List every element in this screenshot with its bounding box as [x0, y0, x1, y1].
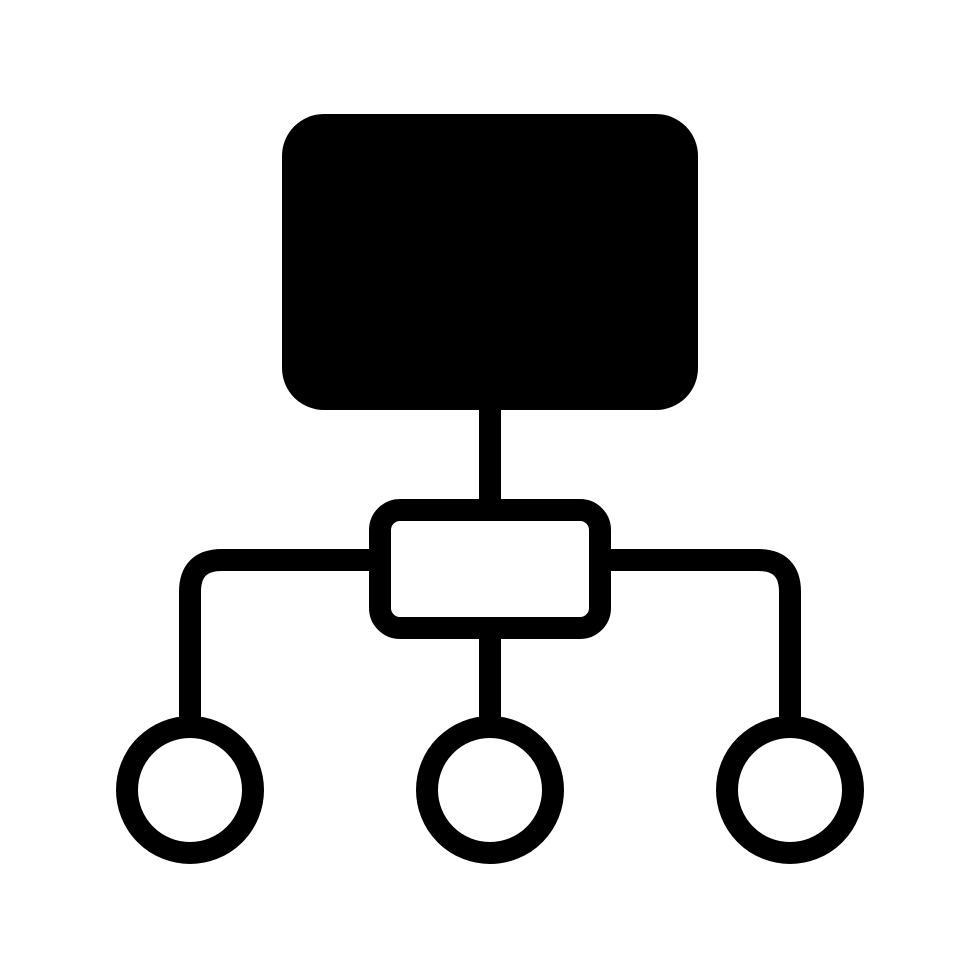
left-leaf-node [116, 716, 264, 864]
right-branch-line [600, 549, 801, 722]
right-leaf-node [716, 716, 864, 864]
middle-leaf-node [416, 716, 564, 864]
top-node-block [282, 114, 698, 410]
left-branch-line [179, 549, 380, 722]
